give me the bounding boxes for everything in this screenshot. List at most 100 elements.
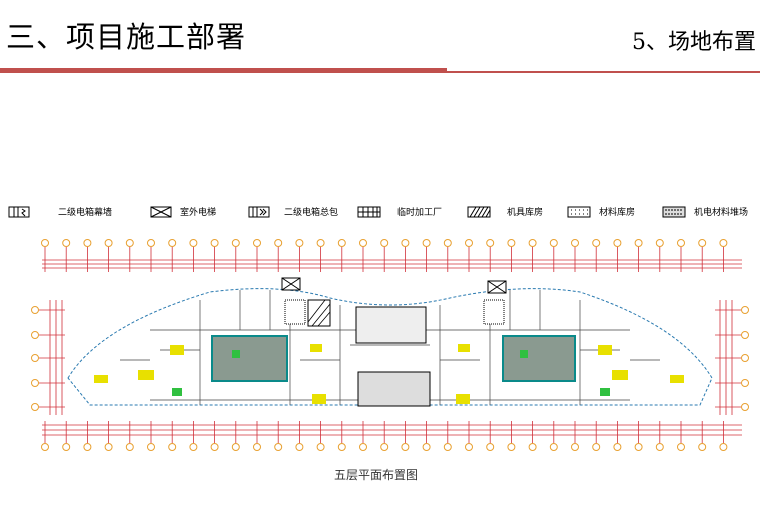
axis-circle bbox=[528, 239, 537, 247]
legend-label: 材料库房 bbox=[599, 208, 636, 218]
axis-circle bbox=[295, 239, 304, 247]
legend-item: 室外电梯 bbox=[150, 205, 216, 218]
tool-storage-area bbox=[307, 299, 331, 327]
axis-circle bbox=[210, 239, 219, 247]
axis-grid bbox=[39, 247, 742, 443]
legend-item: 二级电箱总包 bbox=[248, 205, 338, 218]
mep-yard-area bbox=[357, 371, 431, 407]
axis-circle bbox=[189, 239, 198, 247]
axis-circle bbox=[359, 239, 367, 247]
material-storage-left bbox=[284, 299, 306, 325]
axis-circle bbox=[147, 443, 155, 451]
axis-circle bbox=[125, 443, 134, 451]
axis-circle bbox=[31, 331, 39, 339]
axis-circle bbox=[571, 443, 579, 451]
outdoor-elevator-icon bbox=[150, 206, 172, 217]
legend-item: 机具库房 bbox=[467, 205, 543, 218]
axis-circle bbox=[62, 443, 71, 451]
axis-circle bbox=[295, 443, 304, 451]
axis-circle bbox=[592, 239, 601, 247]
axis-circle bbox=[465, 443, 473, 451]
mep-material-yard-icon bbox=[662, 206, 686, 217]
axis-circle bbox=[231, 443, 240, 451]
material-storage-icon bbox=[567, 206, 591, 217]
axis-circle bbox=[698, 239, 707, 247]
secondary-box-curtain-icon bbox=[8, 206, 30, 217]
axis-circle bbox=[401, 239, 410, 247]
equipment-highlights bbox=[94, 344, 684, 404]
legend-item: 二级电箱幕墙 bbox=[8, 205, 112, 218]
axis-circle bbox=[422, 239, 431, 247]
legend-label: 二级电箱幕墙 bbox=[58, 208, 113, 218]
axis-circle bbox=[528, 443, 537, 451]
axis-circle bbox=[741, 331, 749, 339]
axis-circle bbox=[104, 443, 113, 451]
page-title: 三、项目施工部署 bbox=[6, 20, 247, 54]
legend-item: 材料库房 bbox=[567, 205, 635, 218]
axis-circle bbox=[507, 443, 516, 451]
axis-circle bbox=[83, 239, 92, 247]
green-markers bbox=[172, 350, 610, 396]
axis-circle bbox=[316, 239, 325, 247]
axis-circle bbox=[380, 239, 389, 247]
axis-circle bbox=[253, 239, 261, 247]
axis-circle bbox=[422, 443, 431, 451]
axis-circle bbox=[571, 239, 579, 247]
axis-circle bbox=[210, 443, 219, 451]
axis-circle bbox=[189, 443, 198, 451]
legend-label: 临时加工厂 bbox=[397, 208, 443, 218]
core-area-left bbox=[211, 335, 288, 382]
axis-markers bbox=[31, 239, 749, 451]
tool-storage-icon bbox=[467, 206, 491, 217]
axis-circle bbox=[741, 306, 749, 314]
axis-circle bbox=[62, 239, 71, 247]
elevator-left bbox=[281, 277, 301, 291]
temporary-workshop-icon bbox=[357, 206, 381, 217]
axis-circle bbox=[634, 239, 643, 247]
axis-circle bbox=[31, 379, 39, 387]
axis-circle bbox=[486, 443, 495, 451]
axis-circle bbox=[549, 239, 558, 247]
legend-label: 机电材料堆场 bbox=[694, 208, 749, 218]
axis-circle bbox=[655, 443, 664, 451]
axis-circle bbox=[719, 443, 728, 451]
figure-caption: 五层平面布置图 bbox=[334, 468, 419, 482]
axis-circle bbox=[443, 443, 452, 451]
axis-circle bbox=[231, 239, 240, 247]
workshop-area bbox=[355, 306, 427, 344]
axis-circle bbox=[274, 239, 283, 247]
legend-label: 二级电箱总包 bbox=[284, 208, 339, 218]
header-divider bbox=[0, 68, 447, 73]
legend: 二级电箱幕墙 室外电梯 二级电箱总包 临时加工厂 机具库房 材料库房 机电材料堆… bbox=[0, 205, 760, 225]
axis-circle bbox=[125, 239, 134, 247]
axis-circle bbox=[337, 443, 346, 451]
legend-label: 室外电梯 bbox=[180, 208, 217, 218]
axis-circle bbox=[104, 239, 113, 247]
header-divider-thin bbox=[447, 71, 760, 73]
material-storage-right bbox=[483, 299, 505, 325]
axis-circle bbox=[741, 403, 749, 411]
axis-circle bbox=[677, 443, 685, 451]
axis-circle bbox=[83, 443, 92, 451]
axis-circle bbox=[549, 443, 558, 451]
axis-circle bbox=[507, 239, 516, 247]
axis-circle bbox=[337, 239, 346, 247]
axis-circle bbox=[359, 443, 367, 451]
axis-circle bbox=[741, 354, 749, 362]
axis-circle bbox=[634, 443, 643, 451]
axis-circle bbox=[655, 239, 664, 247]
legend-item: 机电材料堆场 bbox=[662, 205, 748, 218]
axis-circle bbox=[443, 239, 452, 247]
axis-circle bbox=[613, 443, 622, 451]
axis-circle bbox=[592, 443, 601, 451]
elevator-right bbox=[487, 280, 507, 294]
axis-circle bbox=[274, 443, 283, 451]
axis-circle bbox=[168, 239, 177, 247]
core-area-right bbox=[502, 335, 576, 382]
axis-circle bbox=[380, 443, 389, 451]
section-subtitle: 5、场地布置 bbox=[632, 30, 756, 55]
axis-circle bbox=[253, 443, 261, 451]
axis-circle bbox=[31, 354, 39, 362]
axis-circle bbox=[168, 443, 177, 451]
axis-circle bbox=[316, 443, 325, 451]
